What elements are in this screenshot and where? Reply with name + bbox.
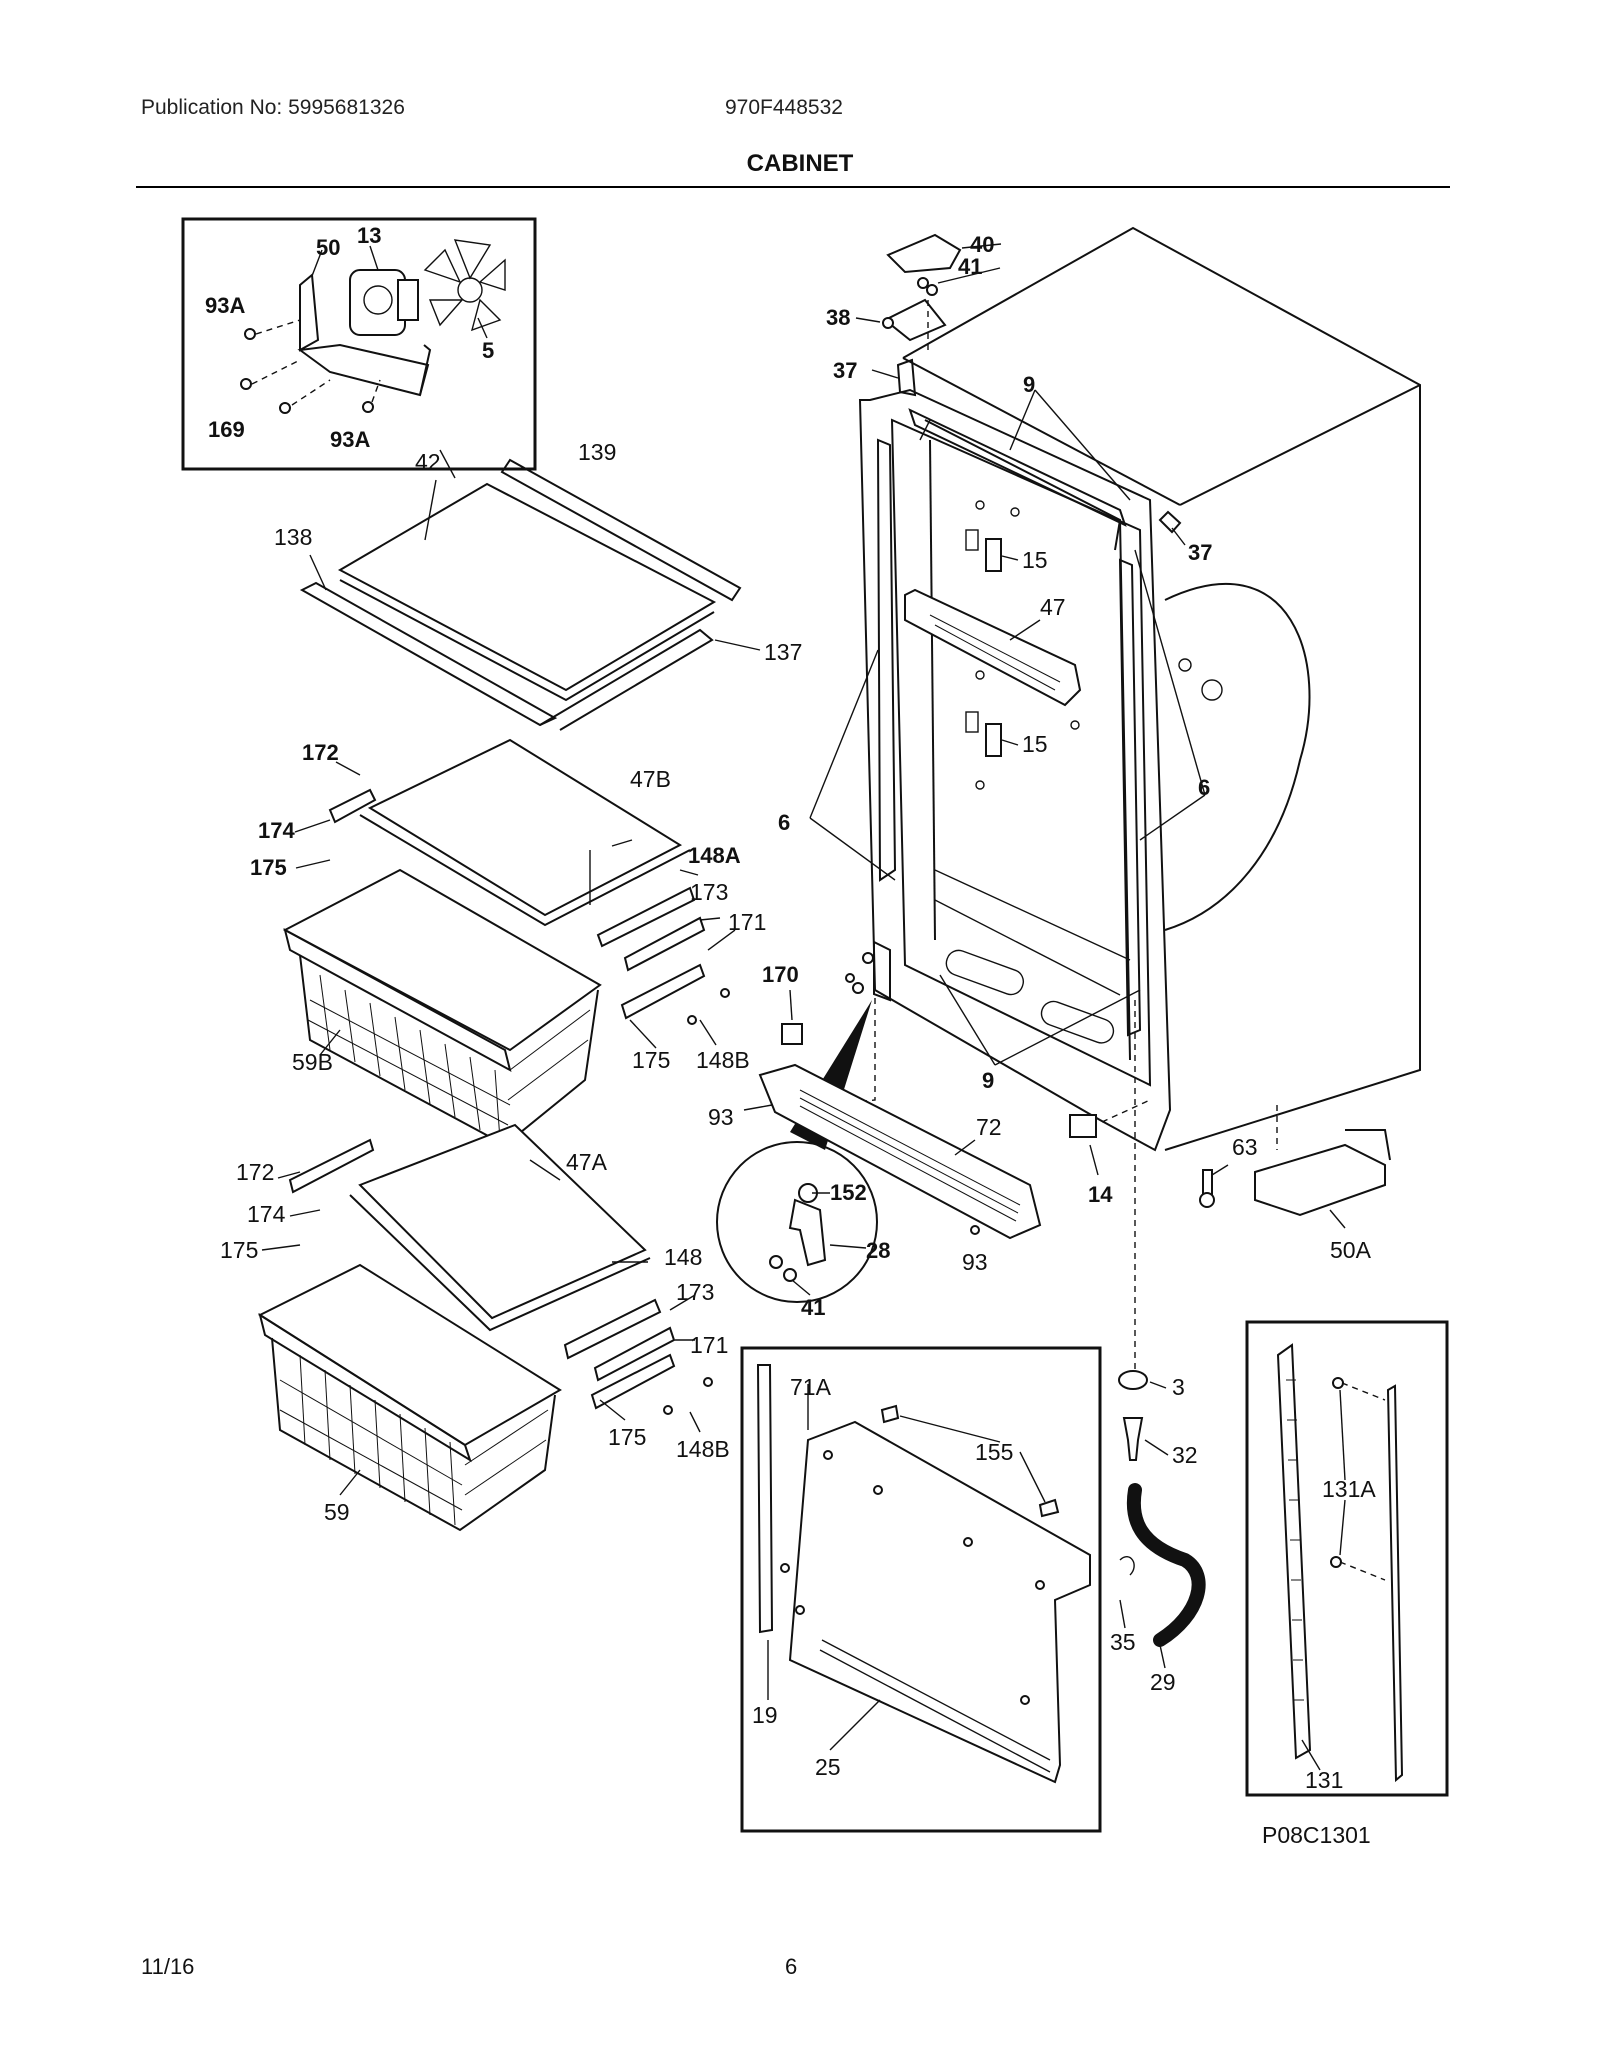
drain-parts: 63 50A 3 32 35 29 bbox=[1110, 1129, 1391, 1695]
callout-137: 137 bbox=[764, 639, 802, 665]
callout-175-upper-left: 175 bbox=[250, 855, 287, 880]
callout-3: 3 bbox=[1172, 1374, 1185, 1400]
callout-174-lower: 174 bbox=[247, 1201, 286, 1227]
callout-41-top: 41 bbox=[958, 254, 982, 279]
callout-37-right: 37 bbox=[1188, 540, 1212, 565]
header-divider bbox=[136, 186, 1450, 188]
callout-148a: 148A bbox=[688, 843, 741, 868]
callout-175-lower-right: 175 bbox=[608, 1424, 646, 1450]
callout-93-left: 93 bbox=[708, 1104, 734, 1130]
callout-47: 47 bbox=[1040, 594, 1066, 620]
lower-basket-shelf: 172 47A 174 175 148 173 171 59 175 148B bbox=[220, 1123, 730, 1532]
callout-148b-lower: 148B bbox=[676, 1436, 730, 1462]
callout-170: 170 bbox=[762, 962, 799, 987]
callout-175-lower-left: 175 bbox=[220, 1237, 258, 1263]
callout-139: 139 bbox=[578, 439, 616, 465]
callout-6-right: 6 bbox=[1198, 775, 1210, 800]
callout-169: 169 bbox=[208, 417, 245, 442]
callout-173-lower: 173 bbox=[676, 1279, 714, 1305]
callout-5: 5 bbox=[482, 338, 494, 363]
callout-25: 25 bbox=[815, 1754, 841, 1780]
callout-131: 131 bbox=[1305, 1767, 1343, 1793]
callout-59b: 59B bbox=[292, 1049, 333, 1075]
callout-155: 155 bbox=[975, 1439, 1013, 1465]
door-panel-inset: 71A 155 19 25 bbox=[740, 1346, 1102, 1833]
callout-13: 13 bbox=[357, 223, 381, 248]
callout-9-top: 9 bbox=[1023, 372, 1035, 397]
callout-173-upper: 173 bbox=[690, 879, 728, 905]
bottom-hinge-grille: 170 93 72 93 14 152 28 41 bbox=[708, 940, 1278, 1370]
callout-175-upper-right: 175 bbox=[632, 1047, 670, 1073]
callout-37-top: 37 bbox=[833, 358, 857, 383]
callout-172-lower: 172 bbox=[236, 1159, 274, 1185]
callout-93a-top: 93A bbox=[205, 293, 245, 318]
callout-42: 42 bbox=[415, 449, 441, 475]
callout-41-bottom: 41 bbox=[801, 1295, 825, 1320]
publication-number: Publication No: 5995681326 bbox=[141, 96, 405, 119]
callout-171-upper: 171 bbox=[728, 909, 766, 935]
callout-47b: 47B bbox=[630, 766, 671, 792]
callout-40: 40 bbox=[970, 232, 994, 257]
callout-131a: 131A bbox=[1322, 1476, 1376, 1502]
freezer-cabinet: 40 41 38 37 9 37 15 47 15 6 6 9 bbox=[778, 226, 1421, 1152]
callout-93-right: 93 bbox=[962, 1249, 988, 1275]
callout-72: 72 bbox=[976, 1114, 1002, 1140]
callout-14: 14 bbox=[1088, 1182, 1113, 1207]
callout-63: 63 bbox=[1232, 1134, 1258, 1160]
callout-59: 59 bbox=[324, 1499, 350, 1525]
callout-50a: 50A bbox=[1330, 1237, 1372, 1263]
callout-148b-upper: 148B bbox=[696, 1047, 750, 1073]
callout-32: 32 bbox=[1172, 1442, 1198, 1468]
callout-6-left: 6 bbox=[778, 810, 790, 835]
callout-171-lower: 171 bbox=[690, 1332, 728, 1358]
upper-basket-shelf: 172 47B 174 175 148A 173 171 59B 175 148… bbox=[250, 738, 766, 1147]
fan-motor-inset: 50 13 93A 5 169 93A bbox=[181, 217, 537, 471]
shelf-rail-inset: 131A 131 bbox=[1245, 1320, 1449, 1797]
callout-29: 29 bbox=[1150, 1669, 1176, 1695]
callout-38: 38 bbox=[826, 305, 850, 330]
callout-15-upper: 15 bbox=[1022, 547, 1048, 573]
callout-148: 148 bbox=[664, 1244, 702, 1270]
callout-172-upper: 172 bbox=[302, 740, 339, 765]
footer-date: 11/16 bbox=[141, 1954, 195, 1979]
page-number: 6 bbox=[785, 1954, 798, 1979]
model-number: 970F448532 bbox=[725, 96, 843, 119]
callout-19: 19 bbox=[752, 1702, 778, 1728]
callout-15-lower: 15 bbox=[1022, 731, 1048, 757]
callout-174-upper: 174 bbox=[258, 818, 295, 843]
callout-138: 138 bbox=[274, 524, 312, 550]
callout-9-bottom: 9 bbox=[982, 1068, 994, 1093]
page-title: CABINET bbox=[746, 150, 854, 177]
figure-code: P08C1301 bbox=[1262, 1822, 1371, 1848]
callout-35: 35 bbox=[1110, 1629, 1136, 1655]
callout-152: 152 bbox=[830, 1180, 867, 1205]
top-shelf-assembly: 42 139 138 137 bbox=[274, 439, 802, 731]
callout-28: 28 bbox=[866, 1238, 890, 1263]
callout-93a-bottom: 93A bbox=[330, 427, 370, 452]
callout-50: 50 bbox=[316, 235, 340, 260]
callout-47a: 47A bbox=[566, 1149, 608, 1175]
callout-71a: 71A bbox=[790, 1374, 832, 1400]
